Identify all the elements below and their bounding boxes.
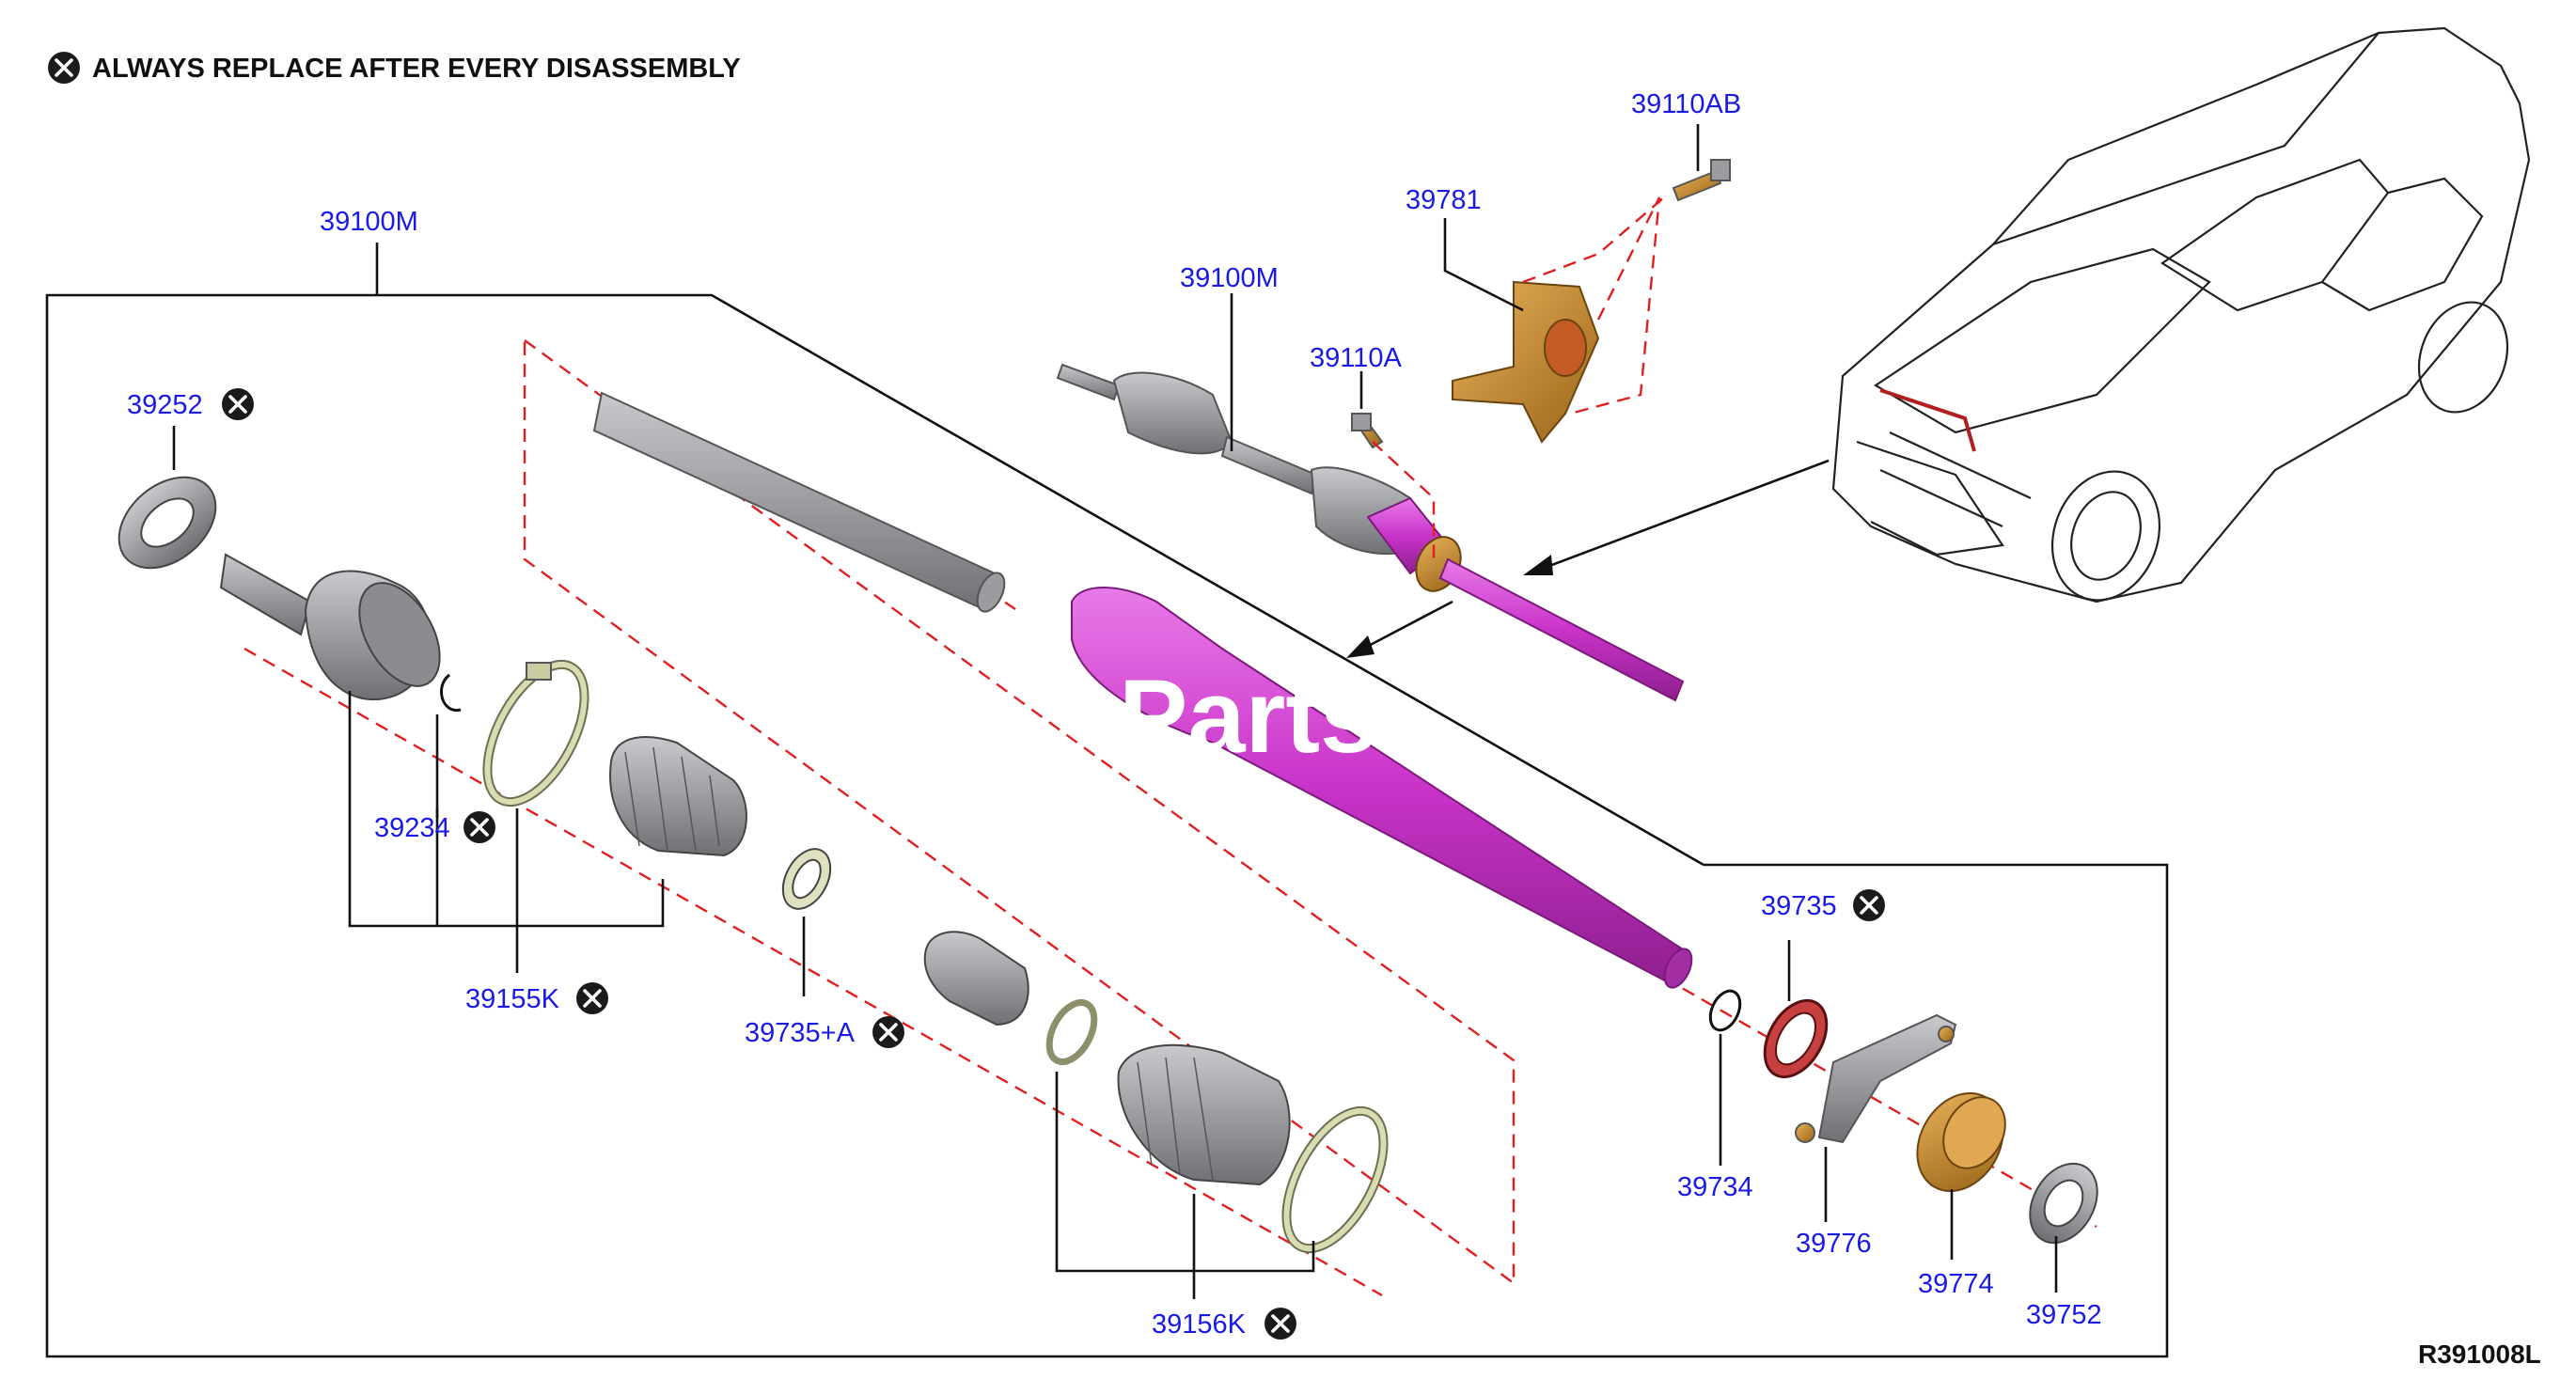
callout-39735A[interactable]: 39735+A [745,1018,856,1048]
part-39781-bracket[interactable] [1452,280,1600,444]
part-small-clamp-2[interactable] [1040,995,1103,1070]
part-39735-seal[interactable] [1752,990,1839,1088]
callout-39252[interactable]: 39252 [127,390,203,420]
part-39252-seal[interactable] [102,459,233,587]
replace-x-icon [574,980,610,1016]
replace-x-icon [220,386,256,422]
part-39110AB-bolt[interactable] [1672,159,1731,202]
part-assembled-drive-shaft[interactable] [1056,363,1685,702]
replace-x-icon [462,809,497,845]
assembly-frame [45,293,2169,1358]
part-39774-bearing[interactable] [1900,1077,2020,1206]
part-39752-washer[interactable] [2017,1152,2111,1255]
callout-39734[interactable]: 39734 [1677,1172,1753,1202]
part-39734-snap-ring[interactable] [1704,986,1746,1035]
pointer-arrows [1346,459,1830,658]
callout-39776[interactable]: 39776 [1796,1229,1872,1259]
vehicle-illustration [1831,26,2531,603]
replace-x-icon [1263,1306,1298,1341]
part-39155K-clamp[interactable] [467,650,605,818]
part-39110A-bolt[interactable] [1351,412,1384,449]
callout-39110A[interactable]: 39110A [1310,343,1402,373]
part-39776-bracket[interactable] [1795,1013,1957,1144]
callout-39752[interactable]: 39752 [2026,1300,2102,1330]
bolt-dash-lines [1372,196,1665,564]
part-inner-boot[interactable] [1117,1043,1291,1186]
part-outer-boot[interactable] [609,736,747,857]
part-tripod-joint[interactable] [923,931,1029,1027]
part-39156K-clamp[interactable] [1266,1096,1404,1264]
callout-39781[interactable]: 39781 [1406,185,1482,215]
part-gray-intermediate-shaft[interactable] [592,391,1010,616]
callout-39155K[interactable]: 39155K [465,984,560,1014]
callout-39774[interactable]: 39774 [1918,1269,1994,1299]
replace-notice-text: ALWAYS REPLACE AFTER EVERY DISASSEMBLY [92,54,741,84]
replace-x-icon [46,50,82,86]
figure-code: R391008L [2418,1340,2541,1369]
callout-39110AB[interactable]: 39110AB [1631,89,1741,119]
replace-x-icon [871,1014,906,1050]
callout-39100M-assy[interactable]: 39100M [1180,263,1279,293]
part-39735A-clamp[interactable] [774,841,840,917]
part-39234-snap-ring[interactable] [440,673,462,712]
part-magenta-shaft[interactable] [1071,587,1697,992]
callout-39735[interactable]: 39735 [1761,891,1837,921]
watermark: Parts [1119,659,1377,775]
part-outer-cv-joint[interactable] [219,553,456,700]
leader-lines [172,124,2058,1299]
replace-x-icon [1851,887,1887,923]
callout-39234[interactable]: 39234 [374,813,450,843]
callout-39100M-top[interactable]: 39100M [320,207,418,237]
callout-39156K[interactable]: 39156K [1152,1309,1247,1340]
